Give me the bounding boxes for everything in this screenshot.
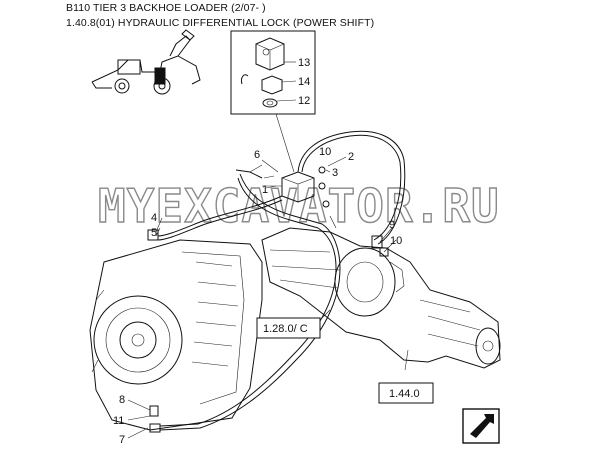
hydraulic-lines [157, 130, 406, 431]
callout-10-lower: 10 [390, 235, 402, 247]
callout-5: 5 [151, 227, 157, 239]
reference-box-gearbox[interactable]: 1.28.0/ C [256, 317, 321, 339]
callout-12: 12 [298, 95, 310, 107]
callout-4: 4 [151, 212, 157, 224]
fittings [147, 229, 389, 433]
callout-13: 13 [298, 57, 310, 69]
reference-box-axle[interactable]: 1.44.0 [378, 382, 434, 404]
page-title: B110 TIER 3 BACKHOE LOADER (2/07- ) [66, 2, 266, 14]
callout-1: 1 [262, 184, 268, 196]
callout-3: 3 [332, 167, 338, 179]
watermark: MYEXCAVATOR.RU [98, 179, 500, 233]
backhoe-loader-icon [91, 29, 201, 95]
callout-2: 2 [348, 151, 354, 163]
callout-9: 9 [389, 219, 395, 231]
callout-8: 8 [119, 394, 125, 406]
transmission-housing [89, 239, 263, 431]
leader-lines [127, 156, 409, 439]
section-title: 1.40.8(01) HYDRAULIC DIFFERENTIAL LOCK (… [66, 17, 375, 29]
callout-14: 14 [298, 76, 310, 88]
reference-axle-label: 1.44.0 [389, 388, 420, 400]
callout-7: 7 [119, 434, 125, 446]
reference-gearbox-label: 1.28.0/ C [263, 323, 308, 335]
next-page-arrow-icon[interactable] [462, 408, 500, 444]
callout-11: 11 [113, 415, 124, 427]
inset-box [230, 30, 316, 173]
callout-10-upper: 10 [319, 146, 331, 158]
rear-axle [261, 227, 501, 369]
callout-6: 6 [254, 149, 260, 161]
